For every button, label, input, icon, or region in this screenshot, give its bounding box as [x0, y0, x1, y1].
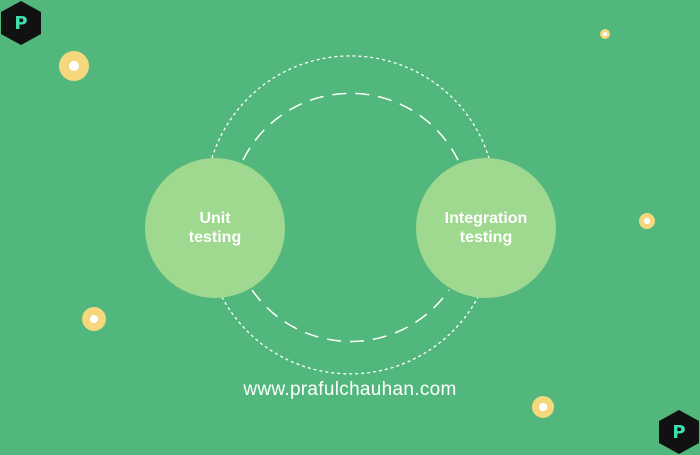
outer-ring-bottom: [221, 296, 479, 375]
outer-ring-top: [211, 55, 490, 159]
website-url: www.prafulchauhan.com: [243, 379, 457, 400]
decorative-dot-icon: [82, 307, 106, 331]
integration-testing-line2: testing: [459, 229, 513, 246]
integration-testing-line1: Integration: [444, 210, 528, 227]
decorative-dot-icon: [639, 213, 655, 229]
inner-ring-bottom: [251, 289, 450, 343]
hexagon-logo-icon: P: [658, 409, 700, 455]
decorative-dot-icon: [59, 51, 89, 81]
decorative-dot-icon: [600, 29, 610, 39]
hexagon-logo-icon: P: [0, 0, 42, 46]
logo-letter: P: [672, 421, 686, 443]
unit-testing-node: Unit testing: [145, 158, 285, 298]
unit-testing-line1: Unit: [199, 210, 231, 227]
unit-testing-line2: testing: [188, 229, 242, 246]
inner-ring-top: [242, 92, 459, 161]
unit-testing-label: Unit testing: [189, 209, 241, 247]
integration-testing-node: Integration testing: [416, 158, 556, 298]
integration-testing-label: Integration testing: [445, 209, 528, 247]
logo-letter: P: [14, 12, 28, 34]
decorative-dot-icon: [532, 396, 554, 418]
